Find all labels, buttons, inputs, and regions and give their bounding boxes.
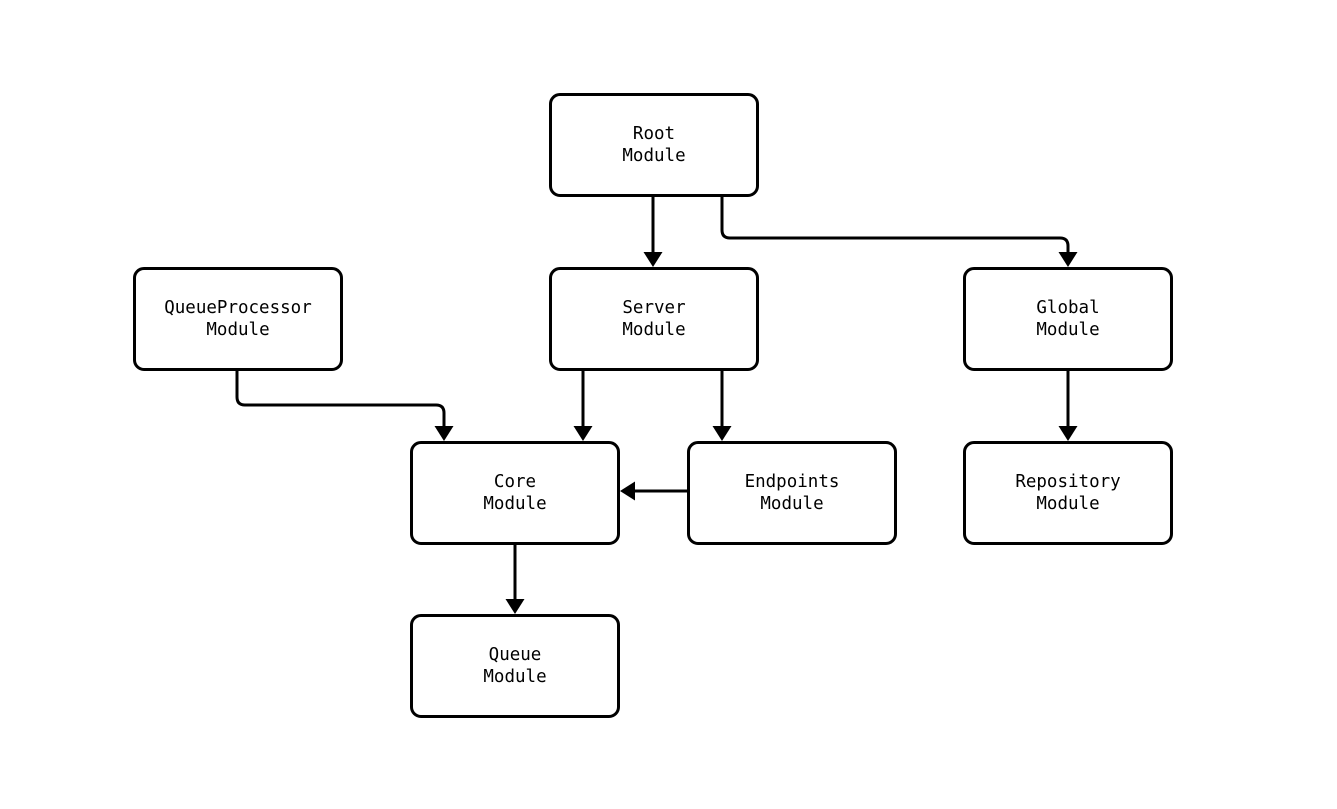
node-label-secondary: Module	[206, 320, 270, 340]
node-label-secondary: Module	[760, 494, 824, 514]
arrowhead-root-to-global	[1058, 252, 1078, 267]
node-label-primary: Root	[632, 124, 676, 144]
node-label-primary: QueueProcessor	[164, 298, 312, 318]
node-label-secondary: Module	[1036, 320, 1100, 340]
node-label-primary: Core	[493, 472, 537, 492]
arrowhead-root-to-server	[643, 252, 663, 267]
arrowhead-server-to-core	[573, 426, 593, 441]
arrowhead-global-to-repository	[1058, 426, 1078, 441]
node-label-primary: Queue	[488, 645, 542, 665]
node-label-secondary: Module	[483, 667, 547, 687]
arrowhead-endpoints-to-core	[620, 481, 635, 501]
node-label-secondary: Module	[622, 320, 686, 340]
arrowhead-queueprocessor-to-core	[434, 426, 454, 441]
arrowhead-core-to-queue	[505, 599, 525, 614]
arrowhead-server-to-endpoints	[712, 426, 732, 441]
node-label-primary: Repository	[1015, 472, 1121, 492]
edge-root-to-global	[720, 197, 1070, 256]
node-label-secondary: Module	[1036, 494, 1100, 514]
node-label-secondary: Module	[622, 146, 686, 166]
node-label-secondary: Module	[483, 494, 547, 514]
node-label-primary: Server	[622, 298, 686, 318]
node-label-primary: Endpoints	[744, 472, 840, 492]
edge-queueprocessor-to-core	[235, 371, 446, 430]
node-label-primary: Global	[1036, 298, 1100, 318]
